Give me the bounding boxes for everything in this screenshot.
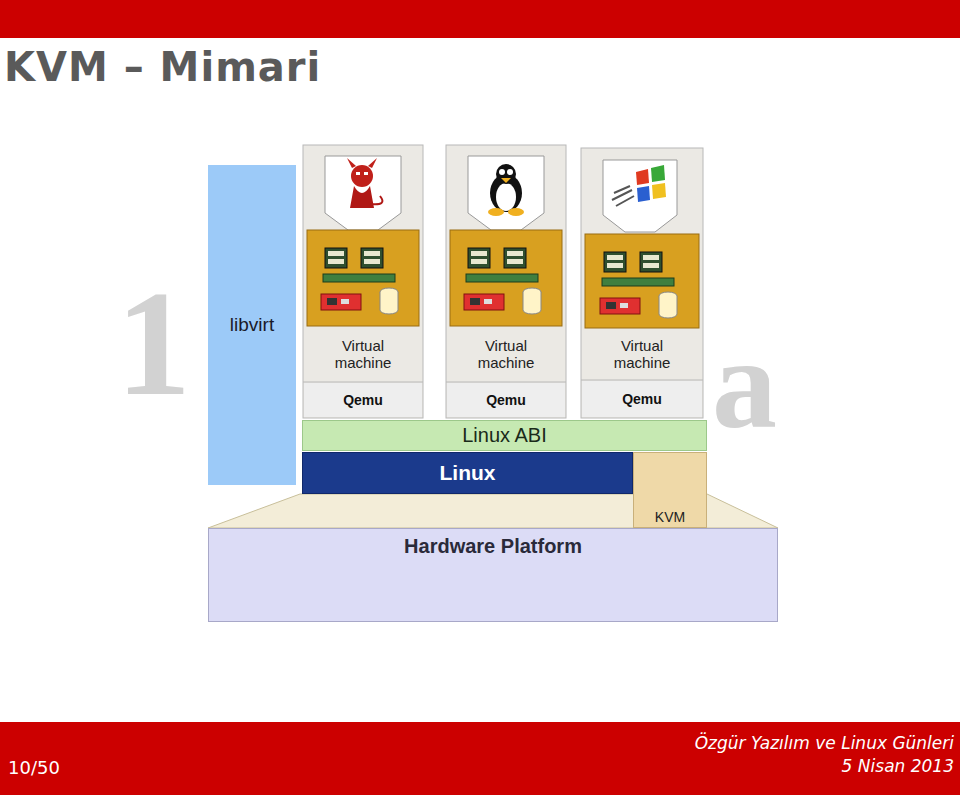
- node-text: Virtual machine: [463, 337, 549, 372]
- node-text: KVM: [655, 509, 685, 525]
- node-text: Qemu: [486, 392, 526, 408]
- node-text: Virtual machine: [320, 337, 406, 372]
- event-date: 5 Nisan 2013: [842, 756, 954, 776]
- slide-title: KVM – Mimari: [4, 44, 321, 90]
- vm-label: Virtual machine: [450, 328, 562, 380]
- watermark: 1: [116, 268, 191, 418]
- node-libvirt: libvirt: [208, 165, 296, 485]
- node-text: Linux ABI: [462, 424, 547, 447]
- node-text: Qemu: [343, 392, 383, 408]
- node-text: Linux: [440, 461, 496, 485]
- page-number: 10/50: [8, 757, 60, 778]
- qemu-box: Qemu: [447, 383, 565, 417]
- hardware-band: Hardware Platform: [208, 528, 778, 622]
- abi-band: Linux ABI: [302, 420, 707, 451]
- node-text: Hardware Platform: [404, 535, 582, 558]
- node-text: libvirt: [230, 314, 274, 336]
- vm-label: Virtual machine: [307, 328, 419, 380]
- kvm-module: KVM: [633, 452, 707, 528]
- watermark: a: [712, 318, 777, 448]
- node-text: Qemu: [622, 391, 662, 407]
- node-text: Virtual machine: [599, 337, 685, 372]
- qemu-box: Qemu: [304, 383, 422, 417]
- linux-band: Linux: [302, 452, 633, 494]
- qemu-box: Qemu: [582, 381, 702, 417]
- event-name: Özgür Yazılım ve Linux Günleri: [695, 733, 954, 753]
- vm-label: Virtual machine: [585, 330, 699, 378]
